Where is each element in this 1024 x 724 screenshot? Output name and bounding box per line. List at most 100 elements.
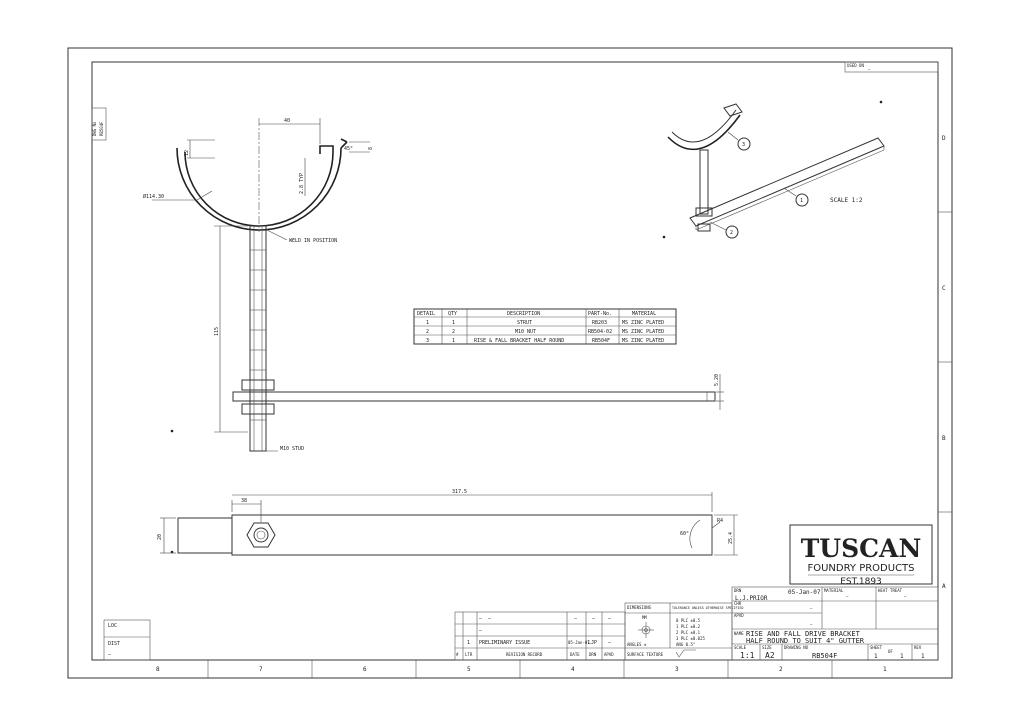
- rev-header: REVISION RECORD: [506, 652, 543, 657]
- left-tab-value: RB504F: [99, 121, 104, 136]
- zone-number: 8: [156, 666, 160, 673]
- used-on-label: USED ON: [847, 63, 864, 68]
- size-value: A2: [765, 651, 775, 660]
- balloon-3: [737, 137, 751, 151]
- revision-record: — — — — — — 1 PRELIMINARY ISSUE 05-Jan-0…: [454, 611, 626, 661]
- bom-cell: M10 NUT: [515, 329, 536, 335]
- dist-value: —: [108, 652, 112, 658]
- tolerance-block: DIMENSIONS MM TOLERANCE UNLESS OTHERWISE…: [624, 602, 743, 661]
- dim-8: 8: [368, 147, 374, 150]
- zone-number: 3: [675, 666, 679, 673]
- bom-cell: STRUT: [517, 320, 532, 326]
- zone-number: 7: [259, 666, 263, 673]
- angles-label: ANGLES ±: [627, 642, 647, 647]
- zone-letter: C: [942, 285, 946, 292]
- chk-value: —: [810, 606, 813, 611]
- dim-12: 12: [184, 150, 190, 156]
- iso-stud: [699, 149, 709, 215]
- dim-115: 115: [214, 327, 220, 336]
- iso-nut: [695, 207, 713, 217]
- apvd-label: APVD: [734, 613, 744, 618]
- bom-cell: 3: [426, 338, 429, 344]
- rev-value: 1: [921, 653, 925, 660]
- iso-strut: [689, 137, 885, 227]
- zone-number: 6: [363, 666, 367, 673]
- bom-cell: MS ZINC PLATED: [622, 320, 664, 326]
- zone-number: 1: [883, 666, 887, 673]
- front-view: 40 12 8 45° 2.8 TYP Ø114.30 WELD IN POSI…: [143, 118, 724, 452]
- rev-cell: —: [488, 616, 492, 622]
- heat-treat-value: —: [904, 594, 907, 599]
- tolerance-title: TOLERANCE UNLESS OTHERWISE SPECIFIED: [672, 606, 743, 610]
- bracket-arc-outer: [176, 147, 342, 231]
- bracket-lip: [319, 145, 334, 154]
- iso-scale-label: SCALE 1:2: [830, 197, 863, 204]
- dim-317-5: 317.5: [452, 489, 467, 495]
- nut-hex: [246, 522, 276, 548]
- logo-est: EST.1893: [840, 577, 882, 587]
- size-label: SIZE: [762, 645, 772, 650]
- of-value: 1: [900, 653, 904, 660]
- drawn-date: 05-Jan-07: [788, 589, 821, 596]
- title-block: DRN 05-Jan-07 L.J.PRIOR CHK — APVD — MAT…: [731, 586, 939, 661]
- balloon-1-text: 1: [800, 198, 803, 204]
- loc-dist-boxes: LOC DIST —: [103, 619, 151, 661]
- heat-treat-label: HEAT TREAT: [878, 588, 903, 593]
- dim-38: 38: [241, 498, 247, 504]
- rev-cell: 1: [467, 640, 470, 646]
- drawing-no-label: DRAWING NO: [784, 645, 809, 650]
- iso-bracket-outer: [667, 114, 741, 151]
- used-on-box: USED ON —: [844, 61, 939, 73]
- zone-letter: B: [942, 435, 946, 442]
- left-tab-label: DWG No: [92, 121, 97, 136]
- bom-cell: MS ZINC PLATED: [622, 338, 664, 344]
- dim-20: 20: [157, 534, 163, 540]
- bom-cell: 2: [426, 329, 429, 335]
- scale-label: SCALE: [734, 645, 747, 650]
- company-logo: TUSCAN FOUNDRY PRODUCTS EST.1893: [789, 524, 933, 587]
- rev-cell: PRELIMINARY ISSUE: [479, 640, 530, 646]
- plan-view: 38 317.5 20 60° R4 25.4: [157, 489, 738, 556]
- dim-r4: R4: [717, 518, 723, 524]
- balloon-2-text: 2: [730, 230, 733, 236]
- note-weld-in-position: WELD IN POSITION: [289, 238, 337, 244]
- bom-header-material: MATERIAL: [632, 311, 656, 317]
- material-label: MATERIAL: [824, 588, 844, 593]
- stud-rod: [249, 225, 267, 452]
- rev-header: #: [456, 652, 459, 657]
- dim-diameter: Ø114.30: [143, 193, 164, 200]
- rev-cell: —: [574, 616, 578, 622]
- strut-plan-stub: [177, 517, 233, 554]
- bom-cell: 1: [452, 338, 455, 344]
- used-on-value: —: [868, 67, 871, 72]
- scale-value: 1:1: [740, 651, 755, 660]
- of-label: OF: [888, 649, 893, 654]
- bom-cell: 1: [426, 320, 429, 326]
- dimensions-value: MM: [642, 615, 647, 620]
- balloon-2: [725, 225, 739, 239]
- sheet-label: SHEET: [870, 645, 883, 650]
- drn-label: DRN: [734, 588, 742, 593]
- loc-label: LOC: [108, 623, 117, 629]
- left-dwg-tab: DWG No RB504F: [91, 107, 107, 141]
- logo-sub: FOUNDRY PRODUCTS: [807, 563, 914, 574]
- drn-value: L.J.PRIOR: [735, 595, 768, 602]
- chk-label: CHK: [734, 601, 742, 606]
- dim-45-deg: 45°: [344, 146, 353, 152]
- tolerance-line: 1 PLC ±0.2: [676, 624, 701, 629]
- logo-name: TUSCAN: [801, 534, 922, 563]
- bom-cell: RB504-02: [588, 329, 612, 335]
- dim-60-deg: 60°: [680, 531, 689, 537]
- strut-plan-body: [231, 514, 713, 556]
- reference-dots: [170, 100, 883, 554]
- rev-header: APVD: [604, 652, 614, 657]
- nut-lower: [241, 403, 275, 415]
- surface-texture-label: SURFACE TEXTURE: [627, 652, 664, 657]
- bom-cell: RB203: [592, 320, 607, 326]
- dim-5-20: 5.20: [714, 374, 720, 386]
- apvd-value: —: [810, 622, 813, 627]
- material-value: —: [846, 594, 849, 599]
- rev-header: LTR: [465, 652, 473, 657]
- dimensions-label: DIMENSIONS: [627, 605, 652, 610]
